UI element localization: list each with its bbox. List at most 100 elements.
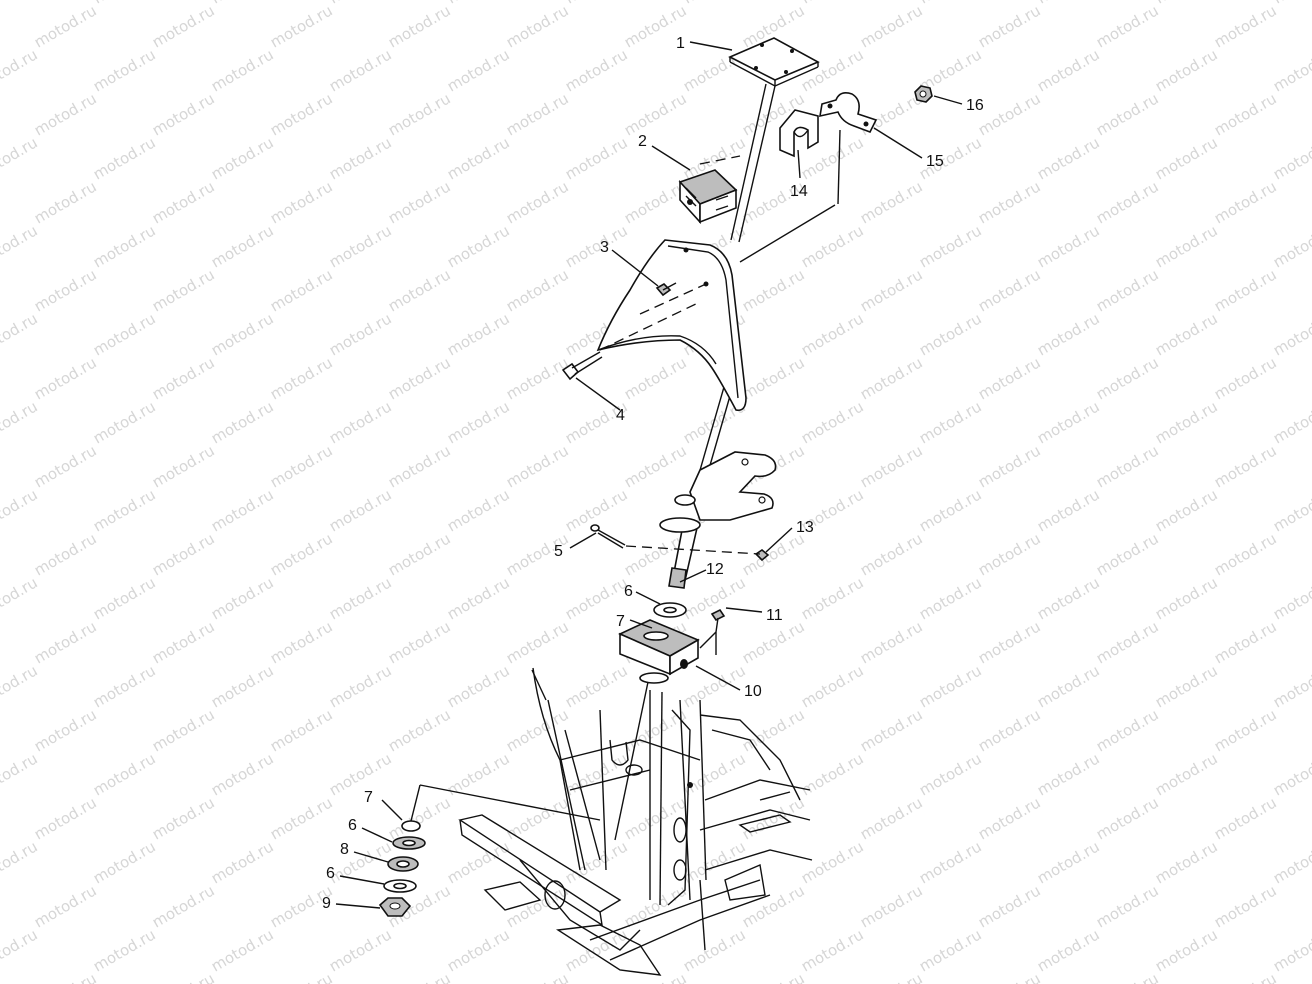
- watermark-text: motod.ru: [975, 441, 1044, 491]
- watermark-text: motod.ru: [90, 749, 159, 799]
- watermark-text: motod.ru: [916, 837, 985, 887]
- watermark-text: motod.ru: [1152, 925, 1221, 975]
- watermark-text: motod.ru: [1152, 573, 1221, 623]
- watermark-text: motod.ru: [0, 0, 41, 7]
- watermark-text: motod.ru: [149, 1, 218, 51]
- watermark-text: motod.ru: [621, 89, 690, 139]
- watermark-text: motod.ru: [267, 441, 336, 491]
- watermark-text: motod.ru: [1211, 881, 1280, 931]
- watermark-text: motod.ru: [149, 705, 218, 755]
- watermark-text: motod.ru: [1034, 397, 1103, 447]
- callout-labels: 1 2 3 4 5 6 7 12 11 13 10 14 15 16 7 6 8…: [322, 35, 984, 912]
- watermark-text: motod.ru: [267, 89, 336, 139]
- watermark-text: motod.ru: [0, 749, 41, 799]
- watermark-text: motod.ru: [1211, 705, 1280, 755]
- watermark-text: motod.ru: [1093, 617, 1162, 667]
- watermark-text: motod.ru: [857, 793, 926, 843]
- watermark-text: motod.ru: [1270, 397, 1312, 447]
- watermark-text: motod.ru: [267, 265, 336, 315]
- watermark-text: motod.ru: [739, 353, 808, 403]
- watermark-text: motod.ru: [1211, 969, 1280, 984]
- watermark-text: motod.ru: [149, 89, 218, 139]
- watermark-text: motod.ru: [444, 221, 513, 271]
- watermark-text: motod.ru: [0, 221, 41, 271]
- watermark-text: motod.ru: [208, 0, 277, 7]
- watermark-text: motod.ru: [1211, 793, 1280, 843]
- watermark-text: motod.ru: [208, 925, 277, 975]
- watermark-text: motod.ru: [503, 1, 572, 51]
- watermark-text: motod.ru: [31, 969, 100, 984]
- watermark-text: motod.ru: [385, 89, 454, 139]
- part-16-nut: [914, 85, 933, 103]
- watermark-text: motod.ru: [444, 485, 513, 535]
- callout-6: 6: [624, 583, 633, 600]
- watermark-text: motod.ru: [149, 353, 218, 403]
- watermark-text: motod.ru: [90, 661, 159, 711]
- watermark-text: motod.ru: [1093, 1, 1162, 51]
- watermark-text: motod.ru: [31, 441, 100, 491]
- watermark-text: motod.ru: [1211, 89, 1280, 139]
- callout-16: 16: [966, 97, 984, 114]
- watermark-text: motod.ru: [621, 881, 690, 931]
- watermark-text: motod.ru: [1270, 309, 1312, 359]
- watermark-text: motod.ru: [0, 661, 41, 711]
- watermark-text: motod.ru: [739, 265, 808, 315]
- watermark-text: motod.ru: [1034, 925, 1103, 975]
- watermark-text: motod.ru: [90, 573, 159, 623]
- watermark-text: motod.ru: [31, 177, 100, 227]
- watermark-text: motod.ru: [1270, 485, 1312, 535]
- watermark-text: motod.ru: [31, 1, 100, 51]
- watermark-text: motod.ru: [267, 793, 336, 843]
- watermark-text: motod.ru: [444, 397, 513, 447]
- callout-6-lower-b: 6: [326, 865, 335, 882]
- watermark-text: motod.ru: [149, 529, 218, 579]
- watermark-text: motod.ru: [1211, 529, 1280, 579]
- watermark-text: motod.ru: [208, 661, 277, 711]
- watermark-text: motod.ru: [444, 661, 513, 711]
- watermark-text: motod.ru: [739, 529, 808, 579]
- watermark-text: motod.ru: [1093, 177, 1162, 227]
- watermark-text: motod.ru: [621, 353, 690, 403]
- watermark-text: motod.ru: [31, 529, 100, 579]
- watermark-text: motod.ru: [739, 793, 808, 843]
- callout-10: 10: [744, 683, 762, 700]
- watermark-text: motod.ru: [798, 221, 867, 271]
- callout-5: 5: [554, 543, 563, 560]
- watermark-text: motod.ru: [444, 925, 513, 975]
- watermark-text: motod.ru: [385, 793, 454, 843]
- watermark-text: motod.ru: [1211, 441, 1280, 491]
- watermark-text: motod.ru: [798, 925, 867, 975]
- watermark-text: motod.ru: [1034, 221, 1103, 271]
- watermark-text: motod.ru: [1093, 529, 1162, 579]
- callout-7-lower: 7: [364, 789, 373, 806]
- watermark-text: motod.ru: [90, 485, 159, 535]
- watermark-text: motod.ru: [208, 45, 277, 95]
- watermark-text: motod.ru: [90, 221, 159, 271]
- watermark-text: motod.ru: [0, 485, 41, 535]
- watermark-text: motod.ru: [680, 0, 749, 7]
- watermark-text: motod.ru: [208, 837, 277, 887]
- vehicle-frame: [458, 667, 813, 976]
- watermark-text: motod.ru: [1211, 1, 1280, 51]
- watermark-text: motod.ru: [680, 661, 749, 711]
- watermark-text: motod.ru: [1270, 221, 1312, 271]
- watermark-text: motod.ru: [385, 441, 454, 491]
- watermark-text: motod.ru: [1034, 45, 1103, 95]
- watermark-text: motod.ru: [857, 1, 926, 51]
- watermark-text: motod.ru: [1093, 793, 1162, 843]
- watermark-text: motod.ru: [267, 705, 336, 755]
- watermark-text: motod.ru: [0, 925, 41, 975]
- watermark-text: motod.ru: [31, 705, 100, 755]
- watermark-text: motod.ru: [208, 133, 277, 183]
- watermark-text: motod.ru: [208, 749, 277, 799]
- watermark-text: motod.ru: [975, 529, 1044, 579]
- watermark-text: motod.ru: [90, 925, 159, 975]
- watermark-text: motod.ru: [916, 485, 985, 535]
- watermark-text: motod.ru: [90, 133, 159, 183]
- watermark-text: motod.ru: [326, 45, 395, 95]
- watermark-text: motod.ru: [208, 221, 277, 271]
- watermark-text: motod.ru: [857, 353, 926, 403]
- watermark-text: motod.ru: [857, 705, 926, 755]
- watermark-text: motod.ru: [503, 705, 572, 755]
- column-bracket: [659, 451, 777, 533]
